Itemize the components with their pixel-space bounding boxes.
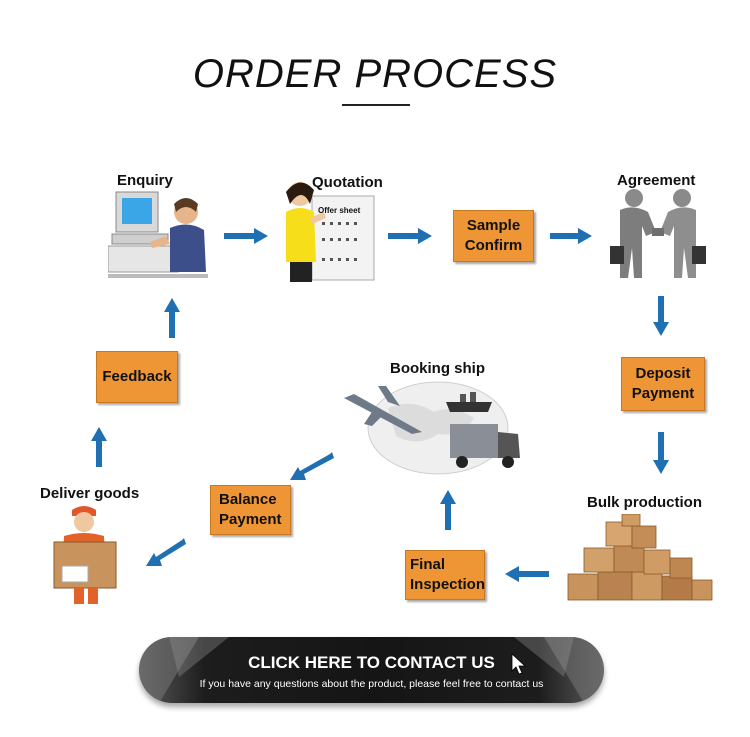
booking-ship-label: Booking ship [390,360,485,377]
page-title: ORDER PROCESS [192,52,558,96]
arrow-right-icon [388,228,432,244]
deposit-payment-box: Deposit Payment [621,357,705,411]
quotation-label: Quotation [312,174,383,191]
sample-confirm-label: Sample Confirm [464,217,523,254]
banner-decoration [139,637,604,703]
boxes-illustration [567,514,713,601]
deposit-payment-label: Deposit Payment [631,365,695,402]
arrow-diagonal-icon [146,538,186,566]
feedback-box: Feedback [96,351,178,403]
arrow-up-icon [440,490,456,530]
delivery-man-illustration [53,506,117,604]
arrow-diagonal-icon [290,452,334,480]
arrow-down-icon [653,432,669,474]
cursor-arrow-icon [511,653,527,675]
final-inspection-label: Final Inspection [410,556,486,593]
balance-payment-box: Balance Payment [210,485,291,535]
agreement-label: Agreement [617,172,696,189]
contact-us-title: CLICK HERE TO CONTACT US [248,653,495,672]
enquiry-label: Enquiry [117,172,173,189]
sample-confirm-box: Sample Confirm [453,210,534,262]
arrow-right-icon [550,228,592,244]
title-underline [342,104,410,106]
offer-sheet-label: Offer sheet [318,206,361,215]
contact-us-button[interactable]: CLICK HERE TO CONTACT US If you have any… [139,637,604,703]
quotation-illustration [286,182,375,282]
arrow-left-icon [505,566,549,582]
enquiry-illustration [108,191,208,278]
booking-ship-illustration [344,381,520,475]
arrow-right-icon [224,228,268,244]
bulk-production-label: Bulk production [587,494,702,511]
arrow-up-icon [91,427,107,467]
arrow-down-icon [653,296,669,336]
deliver-goods-label: Deliver goods [40,485,140,502]
handshake-illustration [610,189,706,278]
contact-us-subtitle: If you have any questions about the prod… [199,678,544,690]
feedback-label: Feedback [102,368,172,385]
balance-payment-label: Balance Payment [219,491,282,528]
arrow-up-icon [164,298,180,338]
final-inspection-box: Final Inspection [405,550,485,600]
